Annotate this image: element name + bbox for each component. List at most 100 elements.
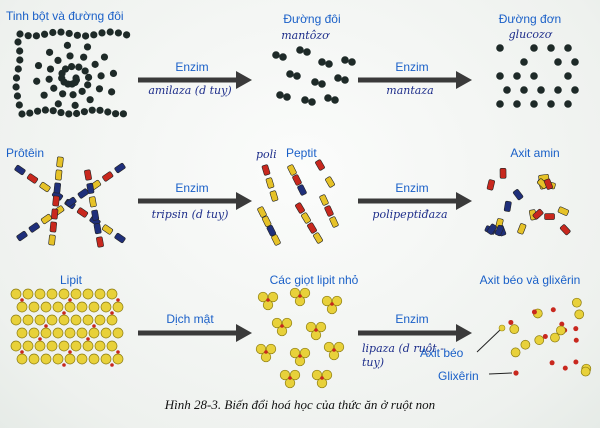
peptide-bead: [269, 190, 279, 202]
starch-granule: [15, 101, 23, 109]
fat-globule: [112, 353, 124, 365]
starch-granule: [108, 88, 116, 96]
protein-bead: [65, 196, 77, 208]
lipid-droplet: [305, 321, 317, 333]
starch-granule: [66, 52, 74, 60]
starch-granule: [24, 32, 32, 40]
glucose-unit: [571, 86, 579, 94]
row3-arrow2-note: lipaza (d ruột - tuỵ): [362, 342, 444, 369]
fatty-acid-legend-dot: [498, 324, 506, 332]
peptide-bead: [315, 159, 325, 171]
protein-bead: [76, 207, 89, 218]
fat-globule: [82, 340, 94, 352]
starch-granule: [16, 47, 24, 55]
amino-acid-beads: [484, 167, 571, 237]
starch-granule: [86, 96, 94, 104]
row2-arrow2: [358, 192, 472, 210]
fat-globule: [112, 301, 124, 313]
fat-globule: [16, 301, 28, 313]
fatty-acid-dot: [556, 325, 566, 336]
glucose-unit: [530, 72, 538, 80]
maltose-unit: [331, 96, 339, 104]
poli-note: poli: [256, 148, 277, 161]
fat-globule: [100, 301, 112, 313]
protein-bead: [51, 208, 59, 220]
fat-globule: [52, 327, 64, 339]
starch-granule: [34, 61, 43, 70]
lipid-droplets: [255, 287, 345, 389]
fat-globule: [46, 314, 58, 326]
fat-globule: [40, 327, 52, 339]
lipid-droplet: [321, 295, 333, 307]
protein-bead: [114, 232, 126, 244]
protein-bead: [28, 222, 40, 233]
amino-acid-bead: [559, 224, 571, 236]
glycerol-dot: [508, 319, 514, 325]
fatty-acid-dot: [509, 324, 520, 335]
peptide-bead: [297, 184, 307, 196]
row1-arrow1-label: Enzim: [175, 60, 209, 74]
amino-acid-bead: [532, 208, 544, 220]
peptide-bead: [261, 164, 271, 176]
glucose-unit: [547, 100, 555, 108]
fat-globule: [64, 327, 76, 339]
starch-granule: [49, 107, 57, 115]
starch-granule: [88, 106, 96, 114]
row3-arrow2-label: Enzim: [395, 312, 429, 326]
protein-bead: [48, 234, 56, 246]
amino-acid-bead: [499, 167, 507, 179]
glycerol-dot: [542, 333, 548, 339]
lipid-droplet: [311, 369, 323, 381]
protein-bead: [91, 209, 100, 221]
protein-bead: [86, 182, 95, 194]
glycerol-core: [20, 298, 24, 302]
fat-globule: [16, 327, 28, 339]
glycerol-core: [116, 298, 120, 302]
glycerol-dot: [559, 321, 565, 327]
glycerol-dot: [573, 359, 579, 365]
glycerol-pointer: [488, 372, 513, 375]
fat-globule: [22, 340, 34, 352]
maltose-unit: [324, 94, 332, 102]
peptide-bead: [319, 194, 329, 206]
amino-acid-bead: [486, 223, 497, 235]
row1-arrow2-note: mantaza: [386, 84, 434, 97]
lipid-droplet: [289, 347, 301, 359]
fatty-acid-legend-label: Axit béo: [420, 346, 464, 360]
maltose-unit: [341, 76, 349, 84]
peptide-bead: [292, 174, 302, 186]
protein-bead: [16, 230, 28, 242]
amino-acid-label: Axit amin: [510, 146, 560, 160]
protein-label: Prôtêin: [6, 146, 45, 160]
peptide-bead: [325, 176, 335, 188]
maltose-unit: [303, 48, 311, 56]
fat-globule: [16, 353, 28, 365]
starch-granule: [97, 72, 105, 80]
lipid-droplets-label: Các giọt lipit nhỏ: [269, 273, 359, 287]
protein-bead: [93, 223, 102, 235]
lipid-droplet: [289, 369, 301, 381]
lipid-droplet: [271, 317, 283, 329]
peptide-bead: [301, 212, 311, 224]
starch-granule: [75, 63, 83, 71]
glycerol-core: [44, 324, 48, 328]
amino-acid-bead: [512, 189, 524, 201]
starch-granule: [106, 28, 114, 36]
glycerol-dot: [573, 337, 579, 343]
glucose-unit: [513, 72, 521, 80]
glycerol-core: [20, 350, 24, 354]
fat-globule: [100, 327, 112, 339]
glucose-unit: [564, 72, 572, 80]
glycerol-core: [116, 350, 120, 354]
fatty-acid-dot: [574, 309, 585, 320]
protein-bead: [114, 162, 126, 174]
maltose-unit: [296, 46, 304, 54]
glucose-unit: [547, 44, 555, 52]
fatty-acid-glycerol-label: Axit béo và glixêrin: [479, 273, 581, 287]
fat-globule: [112, 327, 124, 339]
glycerol-core: [92, 324, 96, 328]
starch-granule: [41, 106, 50, 114]
lipid-droplet: [267, 291, 279, 303]
maltose-unit: [279, 53, 287, 61]
